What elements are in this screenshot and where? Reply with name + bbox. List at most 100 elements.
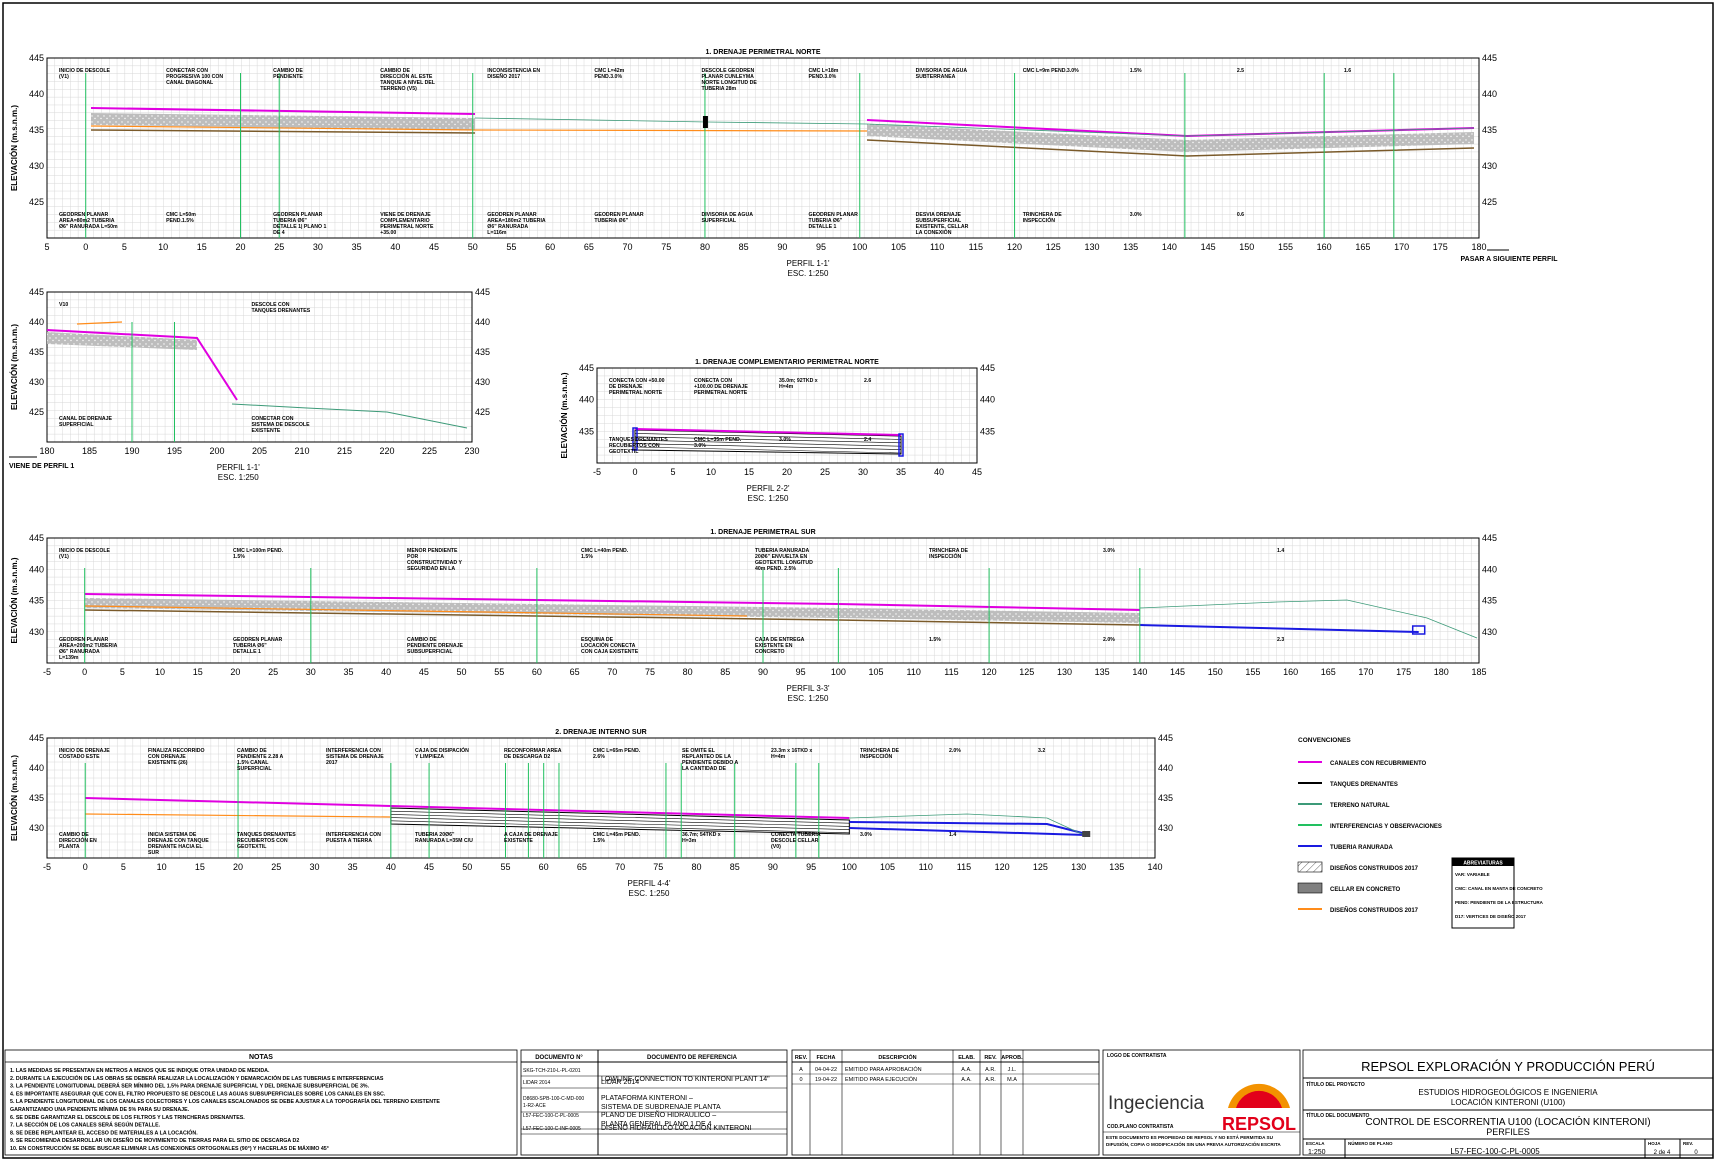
annotation-line: INSPECCIÓN: [929, 552, 962, 560]
tank-line: [390, 810, 850, 824]
x-tick-label: 130: [1071, 862, 1086, 872]
annotation-line: SUBSUPERFICIAL: [916, 218, 962, 224]
annotation-line: AREA=80m2 TUBERIA: [59, 218, 115, 224]
annotation-line: ESQUINA DE: [581, 637, 614, 643]
x-tick-label: 90: [768, 862, 778, 872]
y-tick-label: 445: [29, 53, 44, 63]
annotation-line: RECONFORMAR AREA: [504, 748, 562, 754]
annotation-line: 20Ø6" ENVUELTA EN: [755, 554, 807, 560]
x-tick-label: 5: [670, 467, 675, 477]
x-tick-label: 45: [424, 862, 434, 872]
x-tick-label: 55: [500, 862, 510, 872]
x-tick-label: 40: [934, 467, 944, 477]
rev-cell: A.A.: [961, 1077, 972, 1083]
annotation-line: TUBERIA Ø6": [594, 218, 628, 224]
y-tick-label: 435: [29, 596, 44, 606]
annotation-line: INSPECCIÓN: [1023, 216, 1056, 224]
notes-title: NOTAS: [249, 1054, 273, 1061]
annotation-line: CMC L=35m PEND.: [694, 437, 742, 443]
x-tick-label: 125: [1033, 862, 1048, 872]
annotation-line: 2017: [326, 760, 338, 766]
annotation-line: DETALLE 1: [233, 649, 261, 655]
y-tick-label: 440: [29, 89, 44, 99]
rev-cell: A.A.: [961, 1067, 972, 1073]
abbrev-line: D17: VERTICES DE DISEÑO 2017: [1455, 913, 1526, 919]
base-line: [90, 129, 476, 134]
profile-title: 1. DRENAJE COMPLEMENTARIO PERIMETRAL NOR…: [695, 359, 879, 366]
annotation-line: 2.5: [1237, 68, 1244, 74]
references-table: [520, 1049, 788, 1156]
rev-header: REV.: [795, 1055, 808, 1061]
x-tick-label: 75: [645, 667, 655, 677]
annotation-line: PEND.1.5%: [166, 218, 194, 224]
profile-frame: [46, 291, 473, 443]
doc-title: CONTROL DE ESCORRENTIA U100 (LOCACIÓN KI…: [1365, 1115, 1650, 1128]
note-item: 2. DURANTE LA EJECUCIÓN DE LAS OBRAS SE …: [10, 1074, 384, 1082]
annotation-line: TANQUES DRENANTES: [237, 832, 296, 838]
annotation-label: CMC L=40m PEND.1.5%: [581, 548, 629, 560]
annotation-line: SISTEMA DE DESCOLE: [252, 422, 311, 428]
x-tick-label: 185: [82, 446, 97, 456]
annotation-line: GEOTEXTIL: [237, 844, 267, 850]
legend-label: CANALES CON RECUBRIMIENTO: [1330, 761, 1427, 767]
x-tick-label: 40: [386, 862, 396, 872]
annotation-line: CAMBIO DE: [59, 832, 89, 838]
x-tick-label: 130: [1057, 667, 1072, 677]
scale-label: ESCALA: [1306, 1141, 1325, 1146]
note-item: 8. SE DEBE REPLANTEAR EL ACCESO DE MATER…: [10, 1128, 198, 1136]
profile-scale: ESC. 1:250: [748, 494, 789, 503]
abbrev-line: VAR: VARIABLE: [1455, 872, 1490, 877]
annotation-line: 1.5% CANAL: [237, 760, 269, 766]
annotation-label: 3.0%: [779, 437, 791, 443]
x-tick-label: 200: [209, 446, 224, 456]
x-tick-label: 145: [1201, 242, 1216, 252]
profile-name: PERFIL 2-2': [746, 484, 789, 493]
x-tick-label: 25: [820, 467, 830, 477]
legend-label: TANQUES DRENANTES: [1330, 782, 1398, 788]
base-line: [866, 139, 1475, 157]
annotation-line: SUR: [148, 850, 159, 856]
rev-cell: J.L.: [1008, 1067, 1017, 1073]
annotation-line: CMC L=42m: [594, 68, 624, 74]
terrain-line: [474, 117, 1475, 137]
annotation-label: CMC L=65m PEND.2.6%: [593, 748, 641, 760]
x-tick-label: 185: [1471, 667, 1486, 677]
annotation-label: 2.0%: [1103, 637, 1115, 643]
annotation-line: INICIO DE DESCOLE: [59, 548, 111, 554]
annotation-line: GEODREN PLANAR: [59, 637, 109, 643]
x-tick-label: 50: [468, 242, 478, 252]
annotation-line: CANAL DE DRENAJE: [59, 416, 112, 422]
annotation-label: CMC L=35m PEND.3.0%: [694, 437, 742, 449]
x-tick-label: 225: [422, 446, 437, 456]
annotation-label: 3.0%: [1103, 548, 1115, 554]
y-tick-label-right: 430: [1482, 627, 1497, 637]
annotation-line: SE OMITE EL: [682, 748, 716, 754]
rev-header: APROB.: [1001, 1055, 1023, 1061]
sheet-label: HOJA: [1648, 1141, 1661, 1146]
annotation-line: SUPERFICIAL: [701, 218, 736, 224]
profile-scale: ESC. 1:250: [788, 694, 829, 703]
x-tick-label: 10: [155, 667, 165, 677]
annotation-line: DIVISORIA DE AGUA: [916, 68, 968, 74]
y-tick-label-right: 435: [1482, 596, 1497, 606]
x-tick-label: 45: [429, 242, 439, 252]
annotation-line: TUBERIA Ø6": [273, 218, 307, 224]
abbrev-line: PEND: PENDIENTE DE LA ESTRUCTURA: [1455, 900, 1544, 905]
annotation-line: TANQUE A NIVEL DEL: [380, 80, 436, 86]
annotation-line: CAMBIO DE: [407, 637, 437, 643]
annotation-line: PEND.3.0%: [809, 74, 837, 80]
annotation-line: CON CAJA EXISTENTE: [581, 649, 639, 655]
built-2017-line: [90, 125, 868, 132]
legend-label: TERRENO NATURAL: [1330, 803, 1390, 809]
terrain-line: [231, 403, 468, 429]
annotation-line: INICIO DE DRENAJE: [59, 748, 110, 754]
